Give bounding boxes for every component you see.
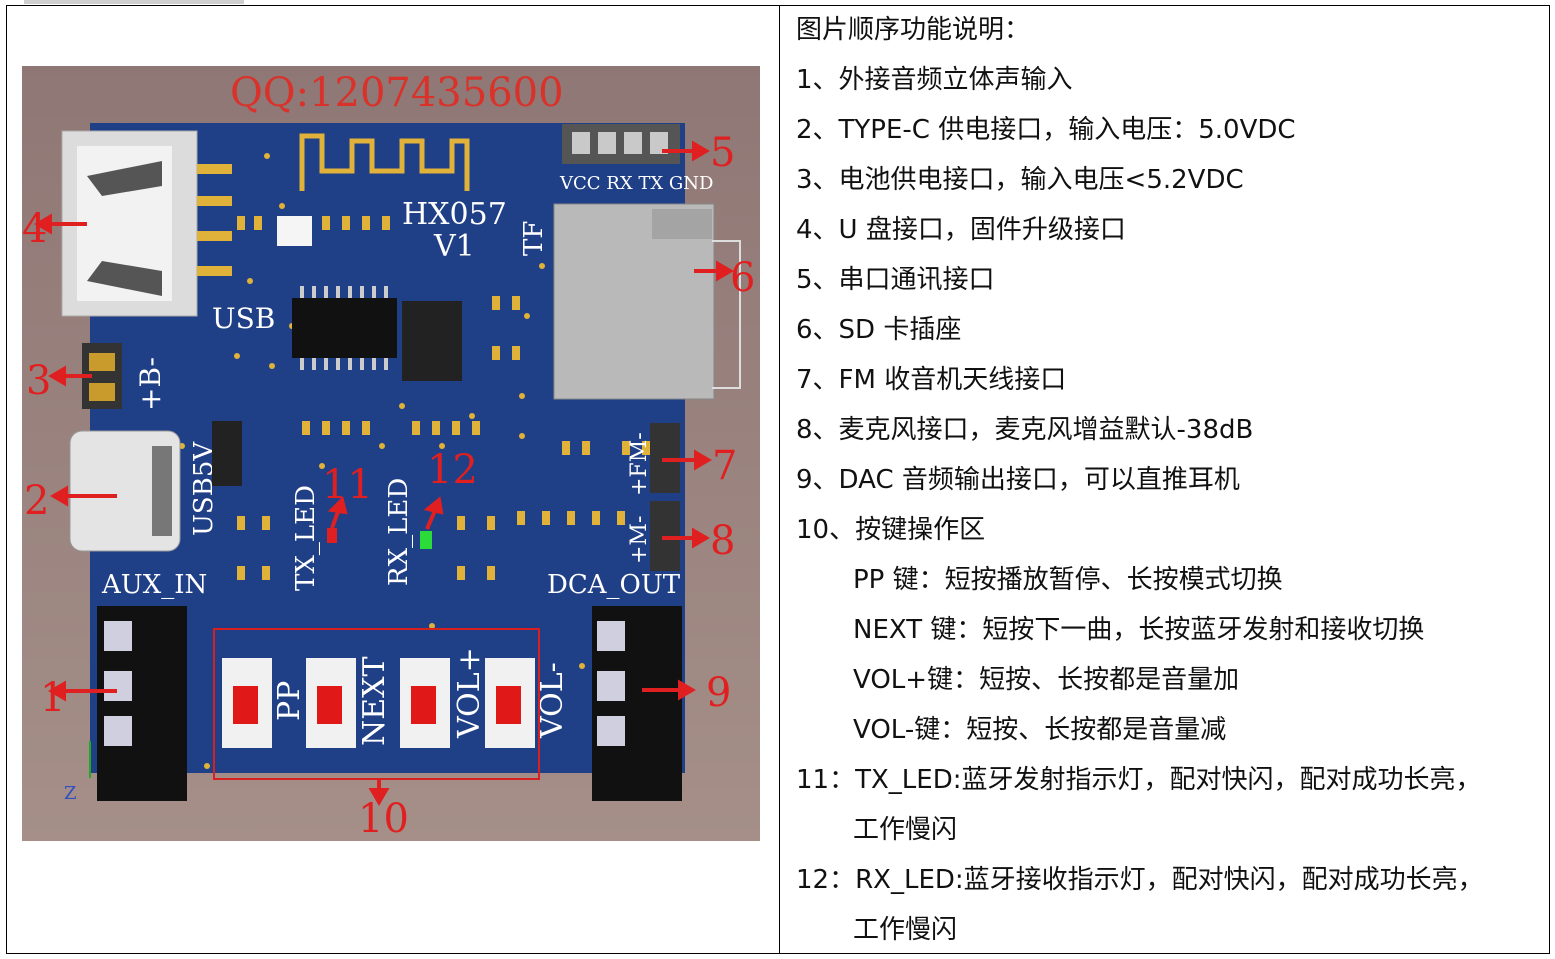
item-7: 7、FM 收音机天线接口 [796,365,1067,395]
silk-rx-led: RX_LED [384,478,414,586]
key-next: NEXT 键：短按下一曲，长按蓝牙发射和接收切换 [853,615,1425,645]
axis-z: Z [64,783,77,804]
key-pp: PP 键：短按播放暂停、长按模式切换 [853,565,1283,595]
item-2: 2、TYPE-C 供电接口，输入电压：5.0VDC [796,115,1296,145]
silk-serial: VCC RX TX GND [559,173,713,194]
callout-1: 1 [40,675,65,721]
buttons [222,658,535,748]
item-9: 9、DAC 音频输出接口，可以直推耳机 [796,465,1240,495]
callout-5: 5 [710,130,735,176]
regulator [212,421,242,486]
callout-4: 4 [22,206,47,252]
description-title: 图片顺序功能说明： [796,15,1031,45]
via-dots [179,153,670,769]
crystal [277,216,312,246]
silk-aux-in: AUX_IN [101,570,207,600]
item-4: 4、U 盘接口，固件升级接口 [796,215,1126,245]
key-volm: VOL-键：短按、长按都是音量减 [853,715,1227,745]
rx-led [420,531,432,549]
top-strip [24,0,244,4]
silk-mic: +M- [627,516,652,564]
silk-tx-led: TX_LED [291,485,321,591]
column-divider [779,5,780,954]
callout-10: 10 [358,796,409,841]
callout-arrows [34,140,734,806]
item-12-cont: 工作慢闪 [853,915,958,945]
silk-pp: PP [272,681,307,721]
smd-pads [237,216,650,580]
silk-volm: VOL- [535,662,570,739]
key-volp: VOL+键：短按、长按都是音量加 [853,665,1240,695]
callout-9: 9 [706,670,731,716]
callout-2: 2 [24,478,49,524]
item-5: 5、串口通讯接口 [796,265,995,295]
item-11-cont: 工作慢闪 [853,815,958,845]
silk-model: HX057 [402,197,507,232]
silk-fm: +FM- [627,432,652,496]
callout-numbers: 1 2 3 4 5 6 7 8 9 10 11 12 [22,130,755,841]
item-10: 10、按键操作区 [796,515,986,545]
silk-usb: USB [212,302,275,335]
item-1: 1、外接音频立体声输入 [796,65,1073,95]
tx-led [327,528,337,543]
item-11: 11：TX_LED:蓝牙发射指示灯，配对快闪，配对成功长亮， [796,765,1482,795]
callout-3: 3 [26,358,51,404]
silk-volp: VOL+ [452,647,487,739]
callout-12: 12 [427,447,478,493]
silk-version: V1 [433,229,475,264]
item-8: 8、麦克风接口，麦克风增益默认-38dB [796,415,1254,445]
button-area-box [213,628,540,780]
callout-11: 11 [322,462,373,508]
item-6: 6、SD 卡插座 [796,315,962,345]
qq-label: QQ:1207435600 [230,70,564,116]
callout-6: 6 [730,255,755,301]
ic-chip-2 [402,301,462,381]
item-3: 3、电池供电接口，输入电压<5.2VDC [796,165,1244,195]
silk-dca-out: DCA_OUT [547,570,681,600]
ic-chip-1 [292,298,397,358]
item-12: 12：RX_LED:蓝牙接收指示灯，配对快闪，配对成功长亮， [796,865,1484,895]
callout-7: 7 [712,443,737,489]
pcb-photo: QQ:1207435600 USB +B- USB5V HX057 V1 TF … [22,66,760,841]
silk-next: NEXT [357,656,392,746]
callout-8: 8 [710,518,735,564]
antenna-trace [299,133,470,191]
silk-tf: TF [519,221,549,256]
silk-battery: +B- [134,357,167,411]
table-border [6,5,1550,954]
